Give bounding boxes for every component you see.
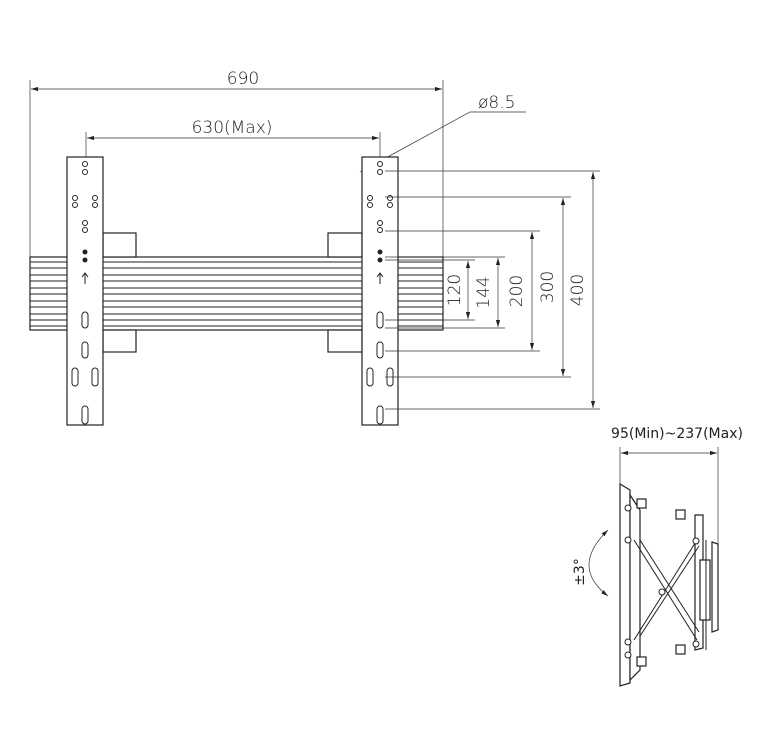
- diameter-leader: [359, 111, 526, 173]
- mounting-hole: [387, 195, 393, 201]
- vertical-bracket: [66, 156, 104, 426]
- mounting-hole: [82, 169, 88, 175]
- spacing-label: 200: [507, 275, 527, 307]
- spacing-label: 300: [538, 271, 558, 303]
- mounting-hole: [367, 202, 373, 208]
- mounting-hole: [377, 249, 383, 255]
- mounting-hole: [82, 161, 88, 167]
- mount-plate: [327, 329, 363, 353]
- tilt-label: ±3°: [572, 558, 588, 586]
- mounting-slot: [81, 405, 89, 425]
- mounting-slot: [71, 367, 79, 387]
- tilt-arrow: [588, 529, 609, 597]
- mounting-hole: [377, 227, 383, 233]
- spacing-label: 144: [474, 276, 494, 308]
- mounting-hole: [377, 169, 383, 175]
- side-view: 95(Min)~237(Max) ±3°: [572, 426, 743, 687]
- mounting-hole: [72, 202, 78, 208]
- depth-range-label: 95(Min)~237(Max): [611, 426, 743, 442]
- up-arrow-icon: [376, 272, 384, 284]
- mounting-hole: [92, 195, 98, 201]
- mount-plate: [327, 232, 363, 258]
- mounting-slot: [376, 405, 384, 425]
- mounting-hole: [82, 257, 88, 263]
- hole-diameter-label: ø8.5: [478, 93, 515, 113]
- mounting-hole: [72, 195, 78, 201]
- mount-plate: [102, 329, 137, 353]
- mount-plate: [102, 232, 137, 258]
- hole-span-label: 630(Max): [192, 118, 273, 138]
- mounting-hole: [92, 202, 98, 208]
- mounting-hole: [377, 257, 383, 263]
- spacing-label: 120: [445, 274, 465, 306]
- mounting-hole: [387, 202, 393, 208]
- up-arrow-icon: [81, 272, 89, 284]
- mounting-hole: [82, 227, 88, 233]
- mounting-slot: [376, 311, 384, 329]
- mounting-hole: [377, 220, 383, 226]
- mounting-slot: [376, 341, 384, 359]
- overall-width-label: 690: [227, 69, 259, 89]
- mounting-hole: [367, 195, 373, 201]
- display-plate: [619, 482, 631, 687]
- mounting-slot: [91, 367, 99, 387]
- mounting-slot: [81, 341, 89, 359]
- mounting-hole: [82, 220, 88, 226]
- wall-plate: [711, 541, 719, 633]
- mounting-hole: [82, 249, 88, 255]
- spacing-label: 400: [568, 274, 588, 306]
- mounting-hole: [377, 161, 383, 167]
- mounting-slot: [366, 367, 374, 387]
- mounting-slot: [81, 311, 89, 329]
- front-view: 690 630(Max) ø8.5 120 144 200 300 400: [29, 69, 600, 426]
